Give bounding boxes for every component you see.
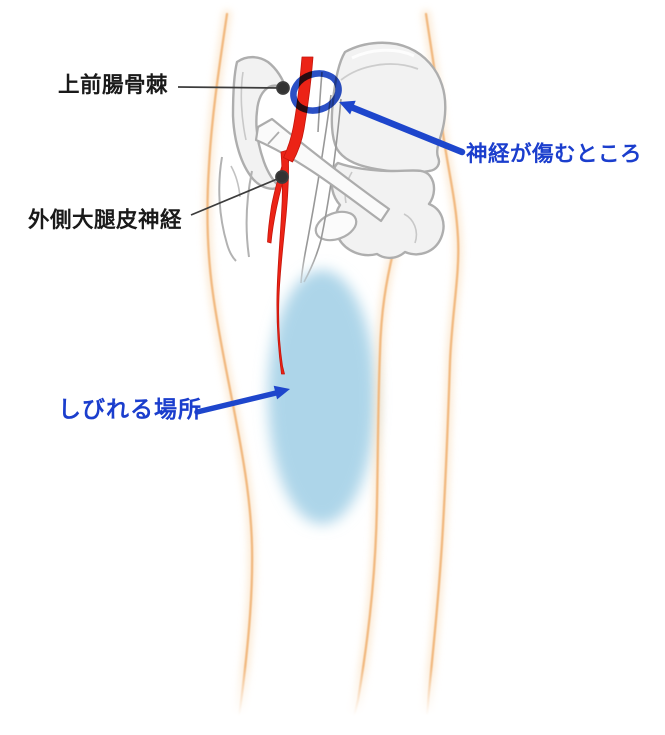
nerve-branch-main xyxy=(276,149,289,375)
damage-site-arrowhead xyxy=(339,100,356,115)
lfcn-leader-line xyxy=(190,176,283,216)
asis-leader-dot xyxy=(276,81,290,95)
asis-bone xyxy=(231,55,289,190)
damage-site-arrow xyxy=(339,100,466,156)
lfcn-leader-dot xyxy=(275,170,289,184)
leader-lines xyxy=(177,81,290,216)
iliac-wing xyxy=(330,41,447,174)
numb-area-oval xyxy=(268,270,376,524)
annotation-arrows xyxy=(194,100,466,415)
label-asis: 上前腸骨棘 xyxy=(58,73,169,97)
numb-area-arrow xyxy=(194,385,290,415)
label-numb-area: しびれる場所 xyxy=(58,396,202,422)
asis-leader-line xyxy=(177,86,284,89)
numb-area-arrowhead xyxy=(273,385,290,400)
label-lateral-femoral-cutaneous-nerve: 外側大腿皮神経 xyxy=(28,208,183,232)
label-nerve-damage-site: 神経が傷むところ xyxy=(466,142,643,166)
thin-nerve-lines xyxy=(300,71,342,284)
front-leg-outer-edge xyxy=(206,12,254,718)
damage-site-circle-marker xyxy=(290,70,342,114)
